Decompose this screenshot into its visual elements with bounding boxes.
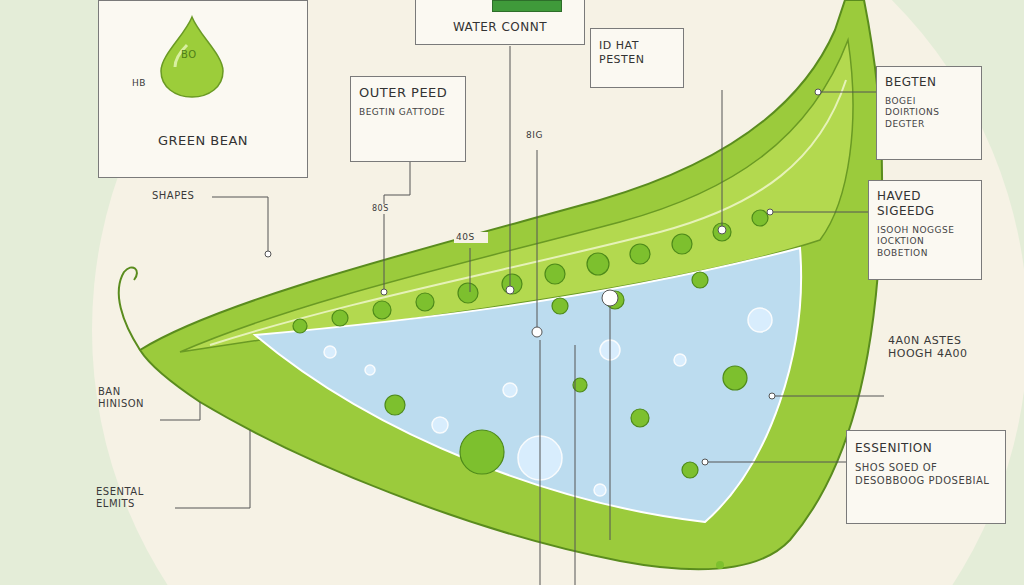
label-box: OUTER PEED BEGTIN GATTODE	[350, 76, 466, 162]
label-box: HAVED SIGEEDG ISOOH NOGGSE IOCKTION BOBET…	[868, 180, 982, 280]
part-label: SHAPES	[150, 190, 212, 202]
part-label: HB	[132, 78, 156, 89]
water-bubbles	[324, 308, 772, 496]
box-heading: OUTER PEED	[359, 85, 457, 101]
water-region	[255, 248, 801, 522]
part-label: 4A0N ASTES HOOGH 4A00	[888, 334, 968, 360]
leader-dots	[265, 89, 821, 465]
tendril	[119, 267, 140, 350]
part-label: 8IG	[524, 130, 558, 141]
label-box: GREEN BEAN BO	[98, 0, 308, 178]
box-heading: ESSENITION	[855, 441, 997, 456]
box-body: SHOS SOED OF DESOBBOOG PDOSEBIAL	[855, 462, 997, 487]
label-box: ESSENITION SHOS SOED OF DESOBBOOG PDOSEBI…	[846, 430, 1006, 524]
box-heading: HAVED SIGEEDG	[877, 189, 973, 219]
level-bar	[492, 0, 562, 12]
pea-dot	[716, 561, 724, 569]
box-body: BOGEI DOIRTIONS DEGTER	[885, 96, 973, 130]
label-box: BEGTEN BOGEI DOIRTIONS DEGTER	[876, 66, 982, 160]
box-body: BEGTIN GATTODE	[359, 107, 457, 118]
box-heading: BEGTEN	[885, 75, 973, 90]
label-box: WATER CONNT	[415, 0, 585, 45]
box-heading: ID HAT PESTEN	[599, 39, 675, 67]
water-drop: BO	[159, 15, 225, 99]
label-box: ID HAT PESTEN	[590, 28, 684, 88]
part-label: 40S	[454, 232, 488, 243]
box-heading: BO	[181, 49, 221, 62]
part-label: 80S	[370, 204, 400, 214]
part-label: ESENTAL ELMITS	[96, 486, 174, 510]
box-heading: WATER CONNT	[422, 20, 578, 35]
box-body: ISOOH NOGGSE IOCKTION BOBETION	[877, 225, 973, 259]
background-circle	[92, 0, 1024, 585]
part-label: BAN HINISON	[98, 386, 160, 410]
box-heading: GREEN BEAN	[107, 133, 299, 149]
